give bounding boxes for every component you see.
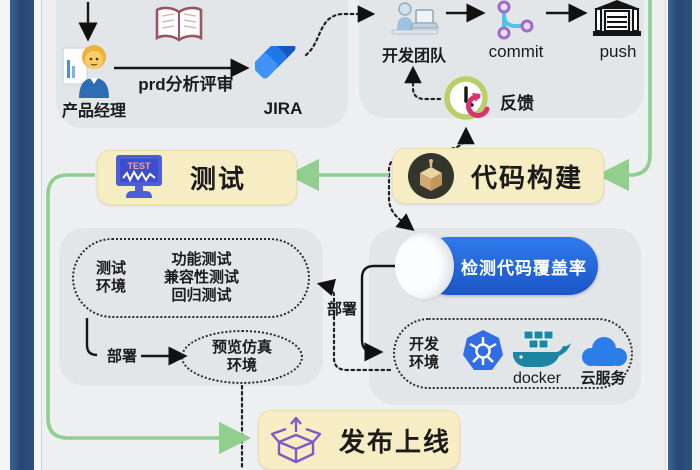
left-frame-bar	[10, 0, 34, 470]
test-monitor-icon: TEST	[116, 154, 162, 198]
compatibility-test-label: 兼容性测试	[164, 269, 240, 286]
deploy-left-label: 部署	[106, 348, 137, 365]
commit-label: commit	[488, 42, 544, 61]
test-env-name-1: 测试	[96, 260, 127, 277]
preview-env-line1: 预览仿真	[211, 339, 272, 356]
product-manager-icon	[62, 45, 109, 98]
book-icon	[155, 6, 203, 42]
preview-env-oval: 预览仿真 环境	[181, 330, 303, 384]
release-node-label: 发布上线	[339, 426, 452, 457]
preview-env-line2: 环境	[226, 357, 257, 374]
cloud-icon	[582, 337, 627, 366]
docker-label: docker	[512, 370, 562, 387]
push-label: push	[599, 42, 637, 61]
build-package-icon	[408, 153, 454, 199]
build-node-label: 代码构建	[471, 162, 584, 193]
dev-env-box: 开发 环境 docker 云服务	[393, 318, 633, 389]
jira-icon	[255, 46, 296, 79]
feedback-label: 反馈	[500, 94, 534, 113]
coverage-label: 检测代码覆盖率	[461, 258, 587, 278]
feedback-clock-icon	[444, 76, 490, 120]
right-frame-bar	[668, 0, 692, 470]
release-box-icon	[270, 416, 322, 464]
functional-test-label: 功能测试	[171, 251, 232, 268]
dev-env-name-1: 开发	[409, 335, 440, 353]
kubernetes-icon	[463, 330, 503, 370]
test-env-name-2: 环境	[96, 278, 127, 295]
cloud-service-label: 云服务	[580, 370, 626, 387]
prd-review-label: prd分析评审	[138, 75, 234, 94]
product-manager-label: 产品经理	[61, 103, 126, 120]
svg-text:TEST: TEST	[127, 161, 151, 171]
deploy-right-label: 部署	[326, 301, 357, 318]
push-repo-icon	[593, 0, 641, 36]
coverage-banner-cap	[395, 233, 454, 299]
dev-env-name-2: 环境	[409, 353, 440, 371]
regression-test-label: 回归测试	[171, 287, 232, 304]
dev-team-icon	[391, 2, 439, 35]
jira-label: JIRA	[263, 99, 303, 118]
release-node: 发布上线	[258, 410, 460, 470]
test-node: TEST 测试	[97, 150, 297, 205]
commit-icon	[497, 0, 534, 40]
docker-icon	[513, 330, 571, 367]
dev-team-label: 开发团队	[381, 48, 446, 65]
test-node-label: 测试	[190, 164, 247, 194]
test-env-box: 测试 环境 功能测试 兼容性测试 回归测试	[72, 238, 310, 318]
build-node: 代码构建	[392, 148, 604, 204]
